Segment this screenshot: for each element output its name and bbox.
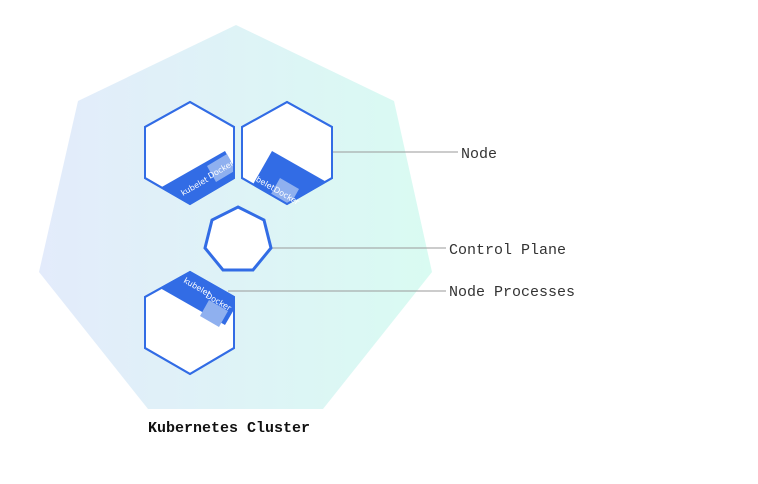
node-processes-callout-label: Node Processes — [449, 284, 575, 301]
node-processes-band — [160, 272, 234, 325]
worker-node-hexagon: kubelet Docker — [241, 100, 333, 207]
worker-node-hexagon: kubelet Docker — [144, 270, 235, 376]
control-plane-callout-label: Control Plane — [449, 242, 566, 259]
docker-tag-block — [271, 178, 299, 204]
control-plane-heptagon — [203, 205, 273, 272]
cluster-caption: Kubernetes Cluster — [148, 420, 310, 437]
worker-node-hexagon: kubelet Docker — [144, 100, 236, 206]
docker-tag-block — [207, 154, 234, 182]
node-callout-label: Node — [461, 146, 497, 163]
docker-tag-block — [200, 300, 228, 327]
